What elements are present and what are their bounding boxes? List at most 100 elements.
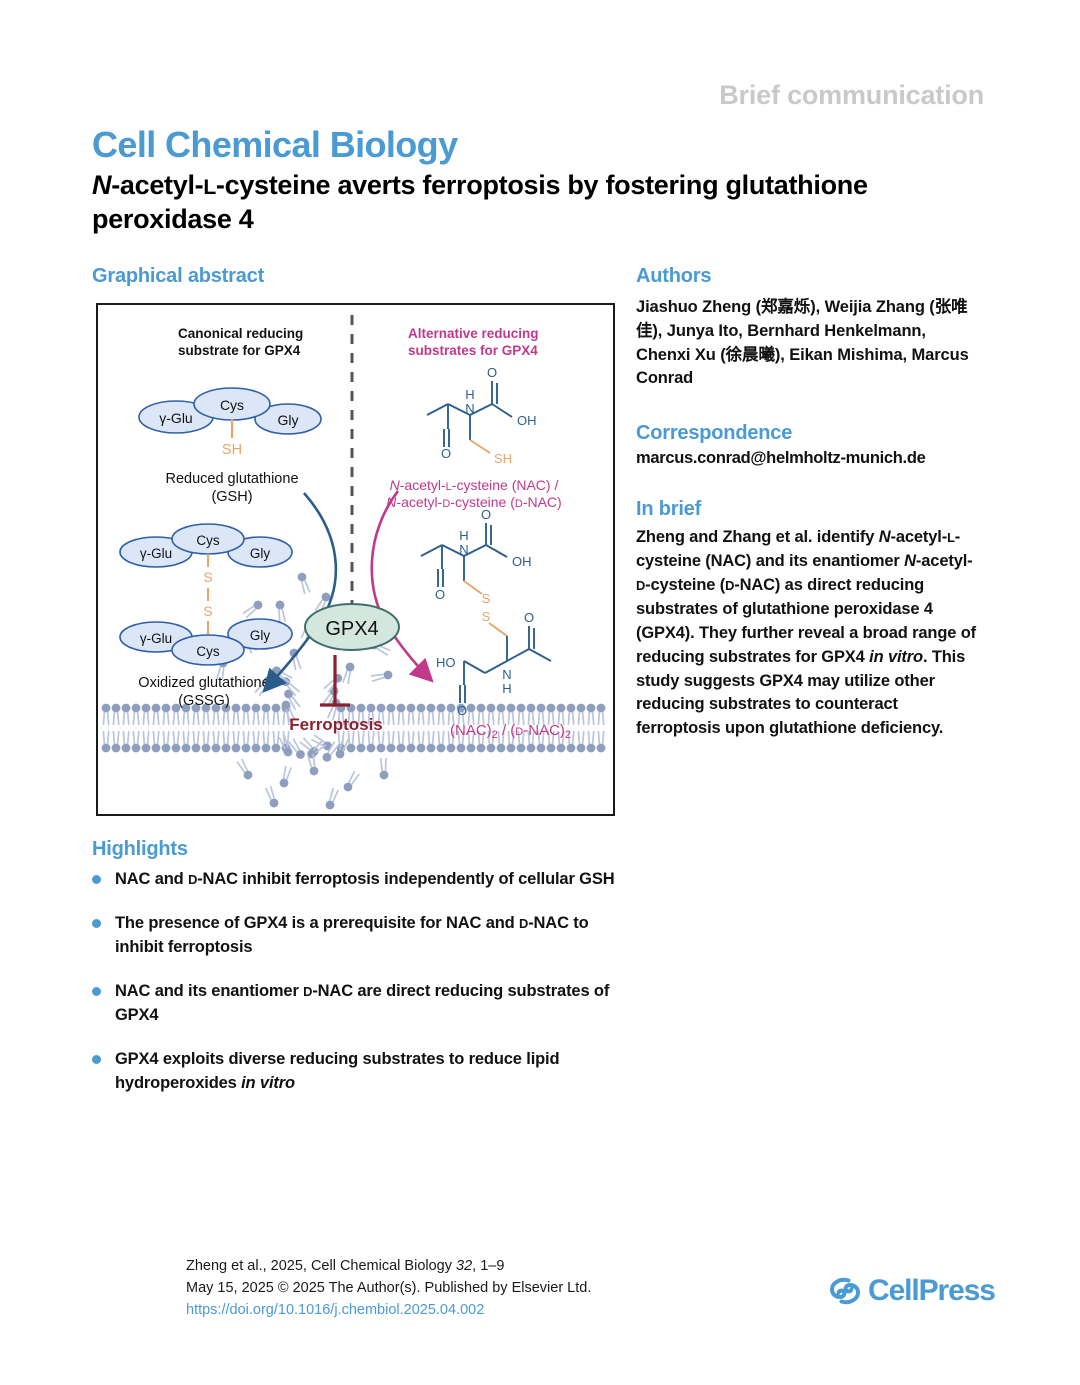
page-title: N-acetyl-L-cysteine averts ferroptosis b… xyxy=(92,168,972,237)
nac-structure xyxy=(426,381,513,454)
blue-reaction-arrow xyxy=(262,492,338,693)
title-line-2: glutathione peroxidase 4 xyxy=(92,170,868,235)
authors-line-2: Bernhard Henkelmann, Chenxi Xu (徐晨曦), Ei… xyxy=(636,321,969,388)
svg-text:γ-Glu: γ-Glu xyxy=(140,546,172,561)
text-run: Zheng and Zhang et al. identify xyxy=(636,528,879,546)
in-brief-text: Zheng and Zhang et al. identify N-acetyl… xyxy=(636,526,982,741)
highlight-item: The presence of GPX4 is a prerequisite f… xyxy=(92,912,632,959)
svg-text:S: S xyxy=(482,609,491,624)
authors-list: Jiashuo Zheng (郑嘉烁), Weijia Zhang (张唯佳),… xyxy=(636,296,982,391)
svg-text:O: O xyxy=(487,365,497,380)
svg-text:Gly: Gly xyxy=(250,628,271,643)
in-brief-heading: In brief xyxy=(636,498,702,520)
gssg-molecule: γ-Glu Gly Cys S S γ-Glu Gly Cys xyxy=(119,523,293,666)
title-seg-2: -cysteine averts ferroptosis by fosterin… xyxy=(215,170,719,200)
text-run: in vitro xyxy=(869,647,923,666)
graphical-abstract-figure: Canonical reducing substrate for GPX4 Al… xyxy=(96,303,615,816)
svg-text:N-acetyl-D-cysteine (D-NAC): N-acetyl-D-cysteine (D-NAC) xyxy=(386,494,561,510)
nac-atom-labels: H N O OH O SH xyxy=(441,365,537,466)
right-panel-title-line2: substrates for GPX4 xyxy=(408,343,538,358)
svg-text:OH: OH xyxy=(517,413,537,428)
gsh-caption-line1: Reduced glutathione xyxy=(165,471,298,487)
svg-text:O: O xyxy=(524,610,534,625)
text-run: . This study suggests GPX4 may utilize o… xyxy=(636,647,966,738)
gssg-caption-line1: Oxidized glutathione xyxy=(138,675,269,691)
svg-text:N: N xyxy=(465,401,474,416)
journal-name: Cell Chemical Biology xyxy=(92,124,458,165)
title-smallcap-L: L xyxy=(203,176,216,199)
svg-text:γ-Glu: γ-Glu xyxy=(159,410,192,426)
highlight-text: NAC and its enantiomer D-NAC are direct … xyxy=(115,980,632,1027)
highlight-item: NAC and its enantiomer D-NAC are direct … xyxy=(92,980,632,1027)
gpx4-enzyme: GPX4 xyxy=(304,603,400,651)
gsh-caption-line2: (GSH) xyxy=(211,489,252,505)
highlight-item: GPX4 exploits diverse reducing substrate… xyxy=(92,1048,632,1095)
svg-text:Gly: Gly xyxy=(278,412,299,428)
svg-text:H: H xyxy=(459,528,468,543)
graphical-abstract-heading: Graphical abstract xyxy=(92,265,265,287)
text-run: N xyxy=(904,551,916,570)
title-seg-1: -acetyl- xyxy=(111,170,204,200)
citation-pages: , 1–9 xyxy=(472,1258,505,1274)
svg-text:γ-Glu: γ-Glu xyxy=(140,631,172,646)
left-panel-title-line2: substrate for GPX4 xyxy=(178,343,301,358)
bullet-icon xyxy=(92,875,101,884)
highlight-text: GPX4 exploits diverse reducing substrate… xyxy=(115,1048,632,1095)
svg-text:HO: HO xyxy=(436,655,456,670)
citation-line-1: Zheng et al., 2025, Cell Chemical Biolog… xyxy=(186,1256,591,1278)
footer-citation: Zheng et al., 2025, Cell Chemical Biolog… xyxy=(186,1256,591,1321)
svg-text:S: S xyxy=(482,591,491,606)
title-italic-N: N xyxy=(92,170,112,200)
text-run: N xyxy=(878,528,891,546)
gssg-caption-line2: (GSSG) xyxy=(178,693,230,709)
highlight-text: NAC and D-NAC inhibit ferroptosis indepe… xyxy=(115,868,615,891)
svg-text:S: S xyxy=(203,569,212,585)
highlights-list: NAC and D-NAC inhibit ferroptosis indepe… xyxy=(92,868,632,1116)
nac-dimer-atom-labels: H N O OH O S S HO O O N H xyxy=(435,507,534,718)
citation-volume: 32 xyxy=(456,1258,473,1274)
text-run: D xyxy=(519,916,529,932)
text-run: D xyxy=(303,984,313,1000)
article-type-kicker: Brief communication xyxy=(719,80,984,110)
inhibition-symbol xyxy=(320,655,350,707)
gsh-molecule: γ-Glu Gly Cys SH xyxy=(138,387,322,458)
svg-text:O: O xyxy=(435,587,445,602)
nac-caption: N-acetyl-L-cysteine (NAC) / N-acetyl-D-c… xyxy=(386,477,561,510)
citation-line-2: May 15, 2025 © 2025 The Author(s). Publi… xyxy=(186,1279,592,1296)
text-run: -NAC are direct reducing substrates of G… xyxy=(115,982,610,1024)
svg-text:O: O xyxy=(457,703,467,718)
correspondence-heading: Correspondence xyxy=(636,422,793,444)
svg-text:Gly: Gly xyxy=(250,546,271,561)
text-run: NAC and xyxy=(115,870,189,888)
text-run: in vitro xyxy=(241,1073,295,1092)
cellpress-logo: CellPress xyxy=(828,1274,996,1308)
svg-text:Cys: Cys xyxy=(220,397,244,413)
highlight-text: The presence of GPX4 is a prerequisite f… xyxy=(115,912,632,959)
svg-text:O: O xyxy=(441,446,451,461)
text-run: NAC and its enantiomer xyxy=(115,982,304,1001)
bullet-icon xyxy=(92,1055,101,1065)
text-run: -NAC to inhibit ferroptosis xyxy=(115,914,589,956)
authors-heading: Authors xyxy=(636,265,712,287)
text-run: D xyxy=(188,872,198,887)
correspondence-email[interactable]: marcus.conrad@helmholtz-munich.de xyxy=(636,449,926,467)
svg-text:OH: OH xyxy=(512,554,532,569)
highlight-item: NAC and D-NAC inhibit ferroptosis indepe… xyxy=(92,868,632,891)
text-run: L xyxy=(947,530,955,545)
nac-dimer-caption: (NAC)2 / (D-NAC)2 xyxy=(450,722,571,741)
svg-text:N: N xyxy=(459,542,468,557)
authors-line-1: Jiashuo Zheng (郑嘉烁), Weijia Zhang (张唯佳),… xyxy=(636,298,968,340)
citation-prefix: Zheng et al., 2025, Cell Chemical Biolog… xyxy=(186,1258,457,1274)
bullet-icon xyxy=(92,987,101,997)
text-run: GPX4 exploits diverse reducing substrate… xyxy=(115,1050,560,1092)
text-run: -cysteine ( xyxy=(645,575,726,594)
svg-text:Cys: Cys xyxy=(196,644,219,659)
text-run: D xyxy=(725,577,735,593)
highlights-heading: Highlights xyxy=(92,838,188,860)
nac-dimer-structure xyxy=(420,523,552,703)
svg-text:O: O xyxy=(481,507,491,522)
cellpress-wordmark: CellPress xyxy=(868,1274,996,1307)
doi-link[interactable]: https://doi.org/10.1016/j.chembiol.2025.… xyxy=(186,1301,485,1318)
text-run: -acetyl- xyxy=(915,551,973,570)
